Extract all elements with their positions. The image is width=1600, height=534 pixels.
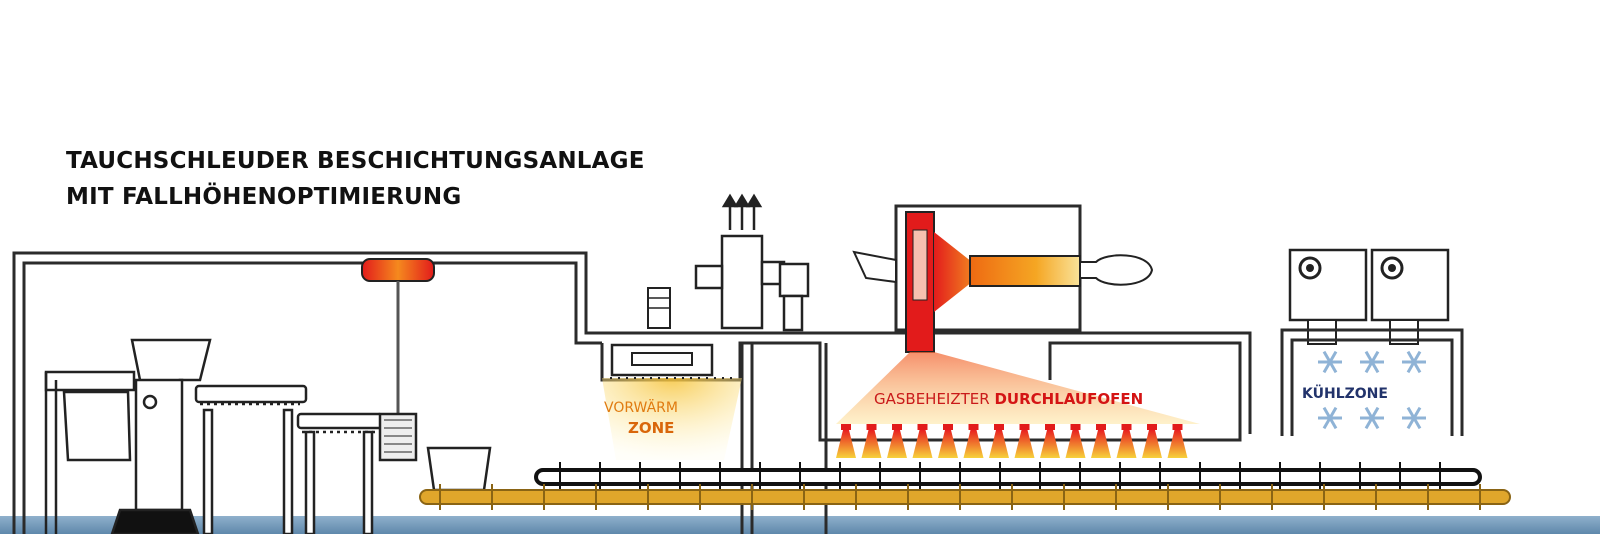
- burner-nozzle-row: [836, 424, 1188, 458]
- cooling-zone-label: KÜHLZONE: [1302, 386, 1388, 402]
- basket-tables: [194, 384, 492, 534]
- exhaust-arrows-icon: [721, 193, 763, 230]
- burner-nozzle-icon: [1116, 424, 1137, 458]
- burner-nozzle-icon: [1014, 424, 1035, 458]
- floor: [0, 516, 1600, 534]
- preheat-zone-label-1: VORWÄRM: [604, 400, 678, 416]
- oven-zone-prefix: GASBEHEIZTER: [874, 390, 990, 408]
- burner-nozzle-icon: [1091, 424, 1111, 458]
- oven-zone-main: DURCHLAUFOFEN: [994, 390, 1144, 408]
- diagram-title-line-2: MIT FALLHÖHENOPTIMIERUNG: [66, 184, 462, 210]
- burner-nozzle-icon: [938, 424, 958, 458]
- exhaust-unit: [694, 234, 810, 332]
- preheat-zone-label-2: ZONE: [628, 419, 675, 437]
- diagram-title-line-1: TAUCHSCHLEUDER BESCHICHTUNGSANLAGE: [66, 148, 645, 174]
- oven-heat-glow: [836, 352, 1200, 424]
- burner-nozzle-icon: [989, 424, 1009, 458]
- overhead-heater: [361, 258, 435, 414]
- cooling-units: [1280, 248, 1464, 436]
- conveyor: [419, 462, 1511, 510]
- burner-nozzle-icon: [1142, 424, 1162, 458]
- oven-zone-label: GASBEHEIZTER DURCHLAUFOFEN: [874, 390, 1143, 408]
- burner-nozzle-icon: [1040, 424, 1060, 458]
- burner-nozzle-icon: [1167, 424, 1188, 458]
- burner-nozzle-icon: [963, 424, 984, 458]
- burner-nozzle-icon: [836, 424, 856, 458]
- snowflake-icon: [1318, 350, 1426, 430]
- gas-burner: [852, 204, 1154, 353]
- centrifuge-machine: [44, 338, 212, 534]
- burner-nozzle-icon: [1065, 424, 1086, 458]
- burner-nozzle-icon: [912, 424, 933, 458]
- burner-nozzle-icon: [861, 424, 882, 458]
- burner-nozzle-icon: [887, 424, 907, 458]
- preheat-unit: [602, 287, 742, 460]
